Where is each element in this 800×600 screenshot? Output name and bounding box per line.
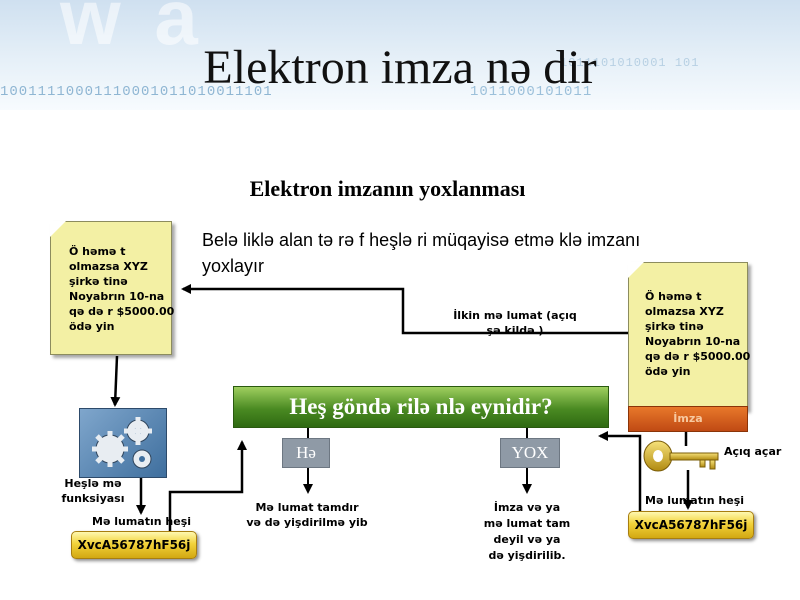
compare-explanation: Belə liklə alan tə rə f heşlə ri müqayis… xyxy=(202,230,641,276)
yes-result-text: Mə lumat tamdır və də yişdirilmə yib xyxy=(246,501,368,529)
document-fold xyxy=(628,262,644,278)
original-message-arrow xyxy=(181,284,628,335)
slide-subtitle: Elektron imzanın yoxlanması xyxy=(249,176,526,201)
public-key-label: Açıq açar xyxy=(724,445,782,458)
gears-icon xyxy=(79,408,167,478)
banner-watermark: w a xyxy=(60,0,204,61)
right-document-text: Ö həmə t olmazsa XYZ şirkə tinə Noyabrın… xyxy=(645,290,751,378)
banner-binary-top: 1011101010001 101 xyxy=(560,56,700,70)
left-hash-value: XvcA56787hF56j xyxy=(71,531,197,559)
doc-to-hash-arrow xyxy=(110,355,121,407)
no-result-text: İmza və ya mə lumat tam deyil və ya də y… xyxy=(483,501,571,562)
left-hash-to-question-arrow xyxy=(168,440,247,532)
yes-answer-box: Hə xyxy=(282,438,330,468)
left-document: Ö həmə t olmazsa XYZ şirkə tinə Noyabrın… xyxy=(50,221,175,355)
key-icon xyxy=(642,438,722,474)
right-hash-to-question-arrow xyxy=(598,431,642,512)
hash-function-label: Heşlə mə funksiyası xyxy=(61,477,125,505)
no-answer-box: YOX xyxy=(500,438,560,468)
document-fold xyxy=(50,221,66,237)
banner-binary-right: 1011000101011 xyxy=(470,84,593,100)
left-document-text: Ö həmə t olmazsa XYZ şirkə tinə Noyabrın… xyxy=(69,245,175,333)
header-banner: w a 1011101010001 101 100111100011100010… xyxy=(0,0,800,110)
original-message-label: İlkin mə lumat (açıq şə kildə ) xyxy=(453,309,577,337)
slide-title: Elektron imza nə dir xyxy=(203,41,597,94)
signature-bar: İmza xyxy=(628,406,748,432)
right-document: Ö həmə t olmazsa XYZ şirkə tinə Noyabrın… xyxy=(628,262,751,410)
left-hash-caption: Mə lumatın heşi xyxy=(92,515,192,528)
right-hash-value: XvcA56787hF56j xyxy=(628,511,754,539)
question-bar: Heş göndə rilə nlə eynidir? xyxy=(233,386,609,428)
banner-binary-left: 10011110001110001011010011101 xyxy=(0,84,273,100)
right-hash-caption: Mə lumatın heşi xyxy=(645,494,745,507)
